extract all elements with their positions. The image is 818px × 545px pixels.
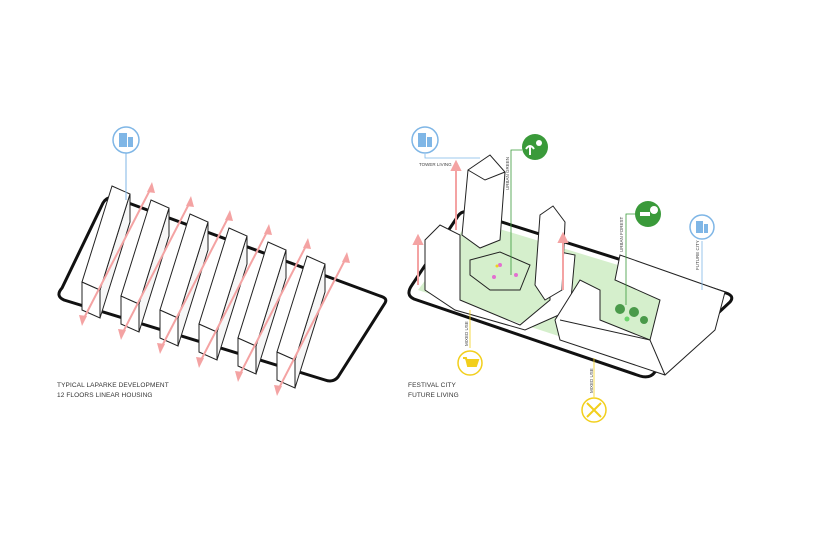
arrow-head — [225, 210, 233, 221]
arrow-head — [235, 371, 243, 382]
label-tower-living: TOWER LIVING — [419, 162, 452, 167]
tree — [624, 316, 630, 322]
fork-knife-icon — [581, 397, 607, 423]
label-urban-green: URBAN GREEN — [505, 156, 510, 190]
leader-urban-green — [510, 149, 522, 275]
wedge-building — [554, 254, 726, 376]
arrow-head — [79, 315, 87, 326]
building-icon — [411, 126, 439, 154]
tower-building-2 — [534, 205, 566, 301]
label-future-city: FUTURE CITY — [695, 240, 700, 270]
block-top-face — [198, 227, 248, 333]
block-top-face — [120, 199, 170, 305]
pink-arrow — [81, 185, 153, 323]
bench-tree-icon — [635, 201, 661, 227]
arrow-head — [303, 238, 311, 249]
arrow-head — [147, 182, 155, 193]
arrow-head — [118, 329, 126, 340]
leader-urban-forest — [625, 213, 636, 305]
arrow-head — [342, 252, 350, 263]
caption-line: FESTIVAL CITY — [408, 382, 456, 389]
arrow-head — [157, 343, 165, 354]
right-caption: FESTIVAL CITY FUTURE LIVING — [408, 381, 459, 401]
tree — [640, 316, 648, 324]
pink-arrow — [159, 213, 231, 351]
shopping-cart-icon — [457, 350, 483, 376]
arrow-head — [274, 385, 282, 396]
linear-housing-blocks — [81, 185, 326, 389]
tree — [615, 304, 625, 314]
arrow-head — [264, 224, 272, 235]
block-top-face — [159, 213, 209, 319]
plant-butterfly-icon — [522, 134, 548, 160]
pink-arrows — [79, 182, 350, 396]
label-mixed-use-1: MIXED USE — [464, 321, 469, 346]
pink-arrow — [237, 241, 309, 379]
caption-line: TYPICAL LAPARKE DEVELOPMENT — [57, 382, 169, 389]
left-caption: TYPICAL LAPARKE DEVELOPMENT 12 FLOORS LI… — [57, 381, 169, 401]
tower-building-1 — [461, 154, 506, 249]
building-icon — [689, 214, 715, 240]
pink-arrow — [198, 227, 270, 365]
block-top-face — [237, 241, 287, 347]
block-top-face — [276, 255, 326, 361]
leader-tower-living — [424, 154, 480, 159]
tree — [629, 307, 639, 317]
pink-arrow — [276, 255, 348, 393]
caption-line: FUTURE LIVING — [408, 392, 459, 399]
block-top-face — [81, 185, 131, 291]
label-urban-forest: URBAN FOREST — [619, 216, 624, 252]
pink-height-arrows — [412, 159, 569, 290]
arrow-head — [196, 357, 204, 368]
pink-arrow — [120, 199, 192, 337]
caption-line: 12 FLOORS LINEAR HOUSING — [57, 392, 153, 399]
arrow-head — [186, 196, 194, 207]
label-mixed-use-2: MIXED USE — [589, 368, 594, 393]
